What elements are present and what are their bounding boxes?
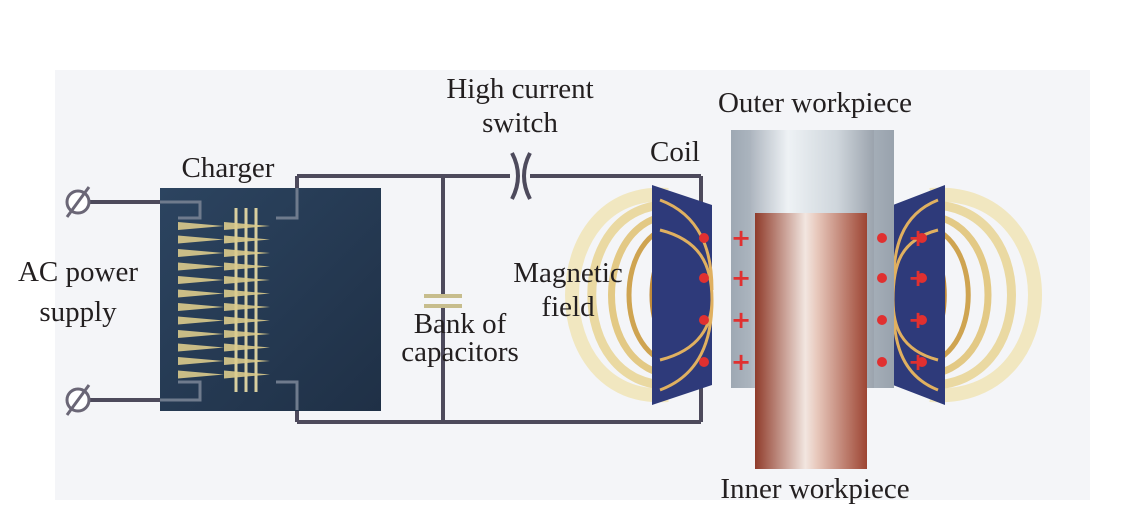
winding-spike — [224, 343, 270, 352]
high-current-switch-label-line1: High current — [446, 73, 594, 105]
winding-spike — [224, 357, 270, 365]
ac-power-supply-label-line1: AC power — [17, 256, 138, 288]
switch-symbol — [510, 152, 532, 200]
winding-spike — [178, 370, 224, 379]
charge-plus-icon: + — [908, 348, 928, 376]
winding-spike — [178, 330, 224, 338]
charge-dot — [699, 315, 709, 325]
winding-spike — [224, 289, 270, 298]
winding-spike — [178, 303, 224, 311]
charge-plus-icon: + — [908, 306, 928, 334]
winding-spike — [178, 357, 224, 365]
magnetic-field-label: Magnetic field — [498, 256, 638, 324]
charge-dot — [917, 357, 927, 367]
charge-dot — [917, 315, 927, 325]
charge-dot — [699, 273, 709, 283]
winding-spike — [224, 330, 270, 338]
winding-spike — [178, 276, 224, 284]
outer-workpiece-label: Outer workpiece — [717, 87, 913, 119]
coil-left — [652, 185, 714, 405]
winding-spike — [178, 249, 224, 257]
ac-terminal-top — [65, 186, 91, 218]
charge-plus-icon: + — [731, 224, 751, 252]
charge-plus-icon: + — [731, 306, 751, 334]
charge-dot — [877, 233, 887, 243]
bank-of-capacitors-label: Bank of capacitors — [385, 308, 535, 368]
coil-label: Coil — [650, 136, 700, 168]
winding-spike — [178, 316, 224, 325]
ac-power-supply-label: AC power supply — [8, 256, 148, 328]
high-current-switch-label: High current switch — [420, 73, 620, 139]
high-current-switch-label-line2: switch — [482, 107, 558, 139]
ac-power-supply-label-line2: supply — [39, 296, 117, 328]
winding-spike — [224, 276, 270, 284]
winding-spikes — [178, 222, 270, 379]
ac-terminal-bottom — [65, 384, 91, 416]
winding-spike — [224, 262, 270, 271]
charger-label: Charger — [181, 152, 275, 184]
charger-transformer — [160, 188, 381, 411]
winding-spike — [224, 303, 270, 311]
charge-plus-icon: + — [731, 348, 751, 376]
winding-spike — [224, 370, 270, 379]
winding-spike — [178, 343, 224, 352]
winding-spike — [224, 235, 270, 244]
charge-dot — [699, 233, 709, 243]
inner-workpiece-label: Inner workpiece — [720, 473, 910, 505]
winding-spike — [224, 222, 270, 230]
charge-plus-icon: + — [731, 264, 751, 292]
winding-spike — [224, 316, 270, 325]
inner-workpiece — [755, 213, 867, 469]
winding-spike — [178, 222, 224, 230]
charge-dot — [699, 357, 709, 367]
winding-spike — [178, 289, 224, 298]
induced-charges: + + + + + + + + — [699, 224, 928, 376]
charge-plus-icon: + — [908, 224, 928, 252]
bank-of-capacitors-label-line2: capacitors — [401, 336, 519, 368]
charge-dot — [877, 357, 887, 367]
charge-dot — [917, 233, 927, 243]
winding-spike — [178, 235, 224, 244]
charge-plus-icon: + — [908, 264, 928, 292]
magnetic-field-label-line2: field — [541, 291, 595, 323]
charge-dot — [877, 315, 887, 325]
magnetic-field-label-line1: Magnetic — [513, 257, 623, 289]
winding-spike — [178, 262, 224, 271]
charge-dot — [877, 273, 887, 283]
winding-spike — [224, 249, 270, 257]
capacitor-symbol — [424, 294, 462, 308]
bank-of-capacitors-label-line1: Bank of — [413, 308, 507, 340]
charge-dot — [917, 273, 927, 283]
circuit-wires — [88, 174, 703, 424]
